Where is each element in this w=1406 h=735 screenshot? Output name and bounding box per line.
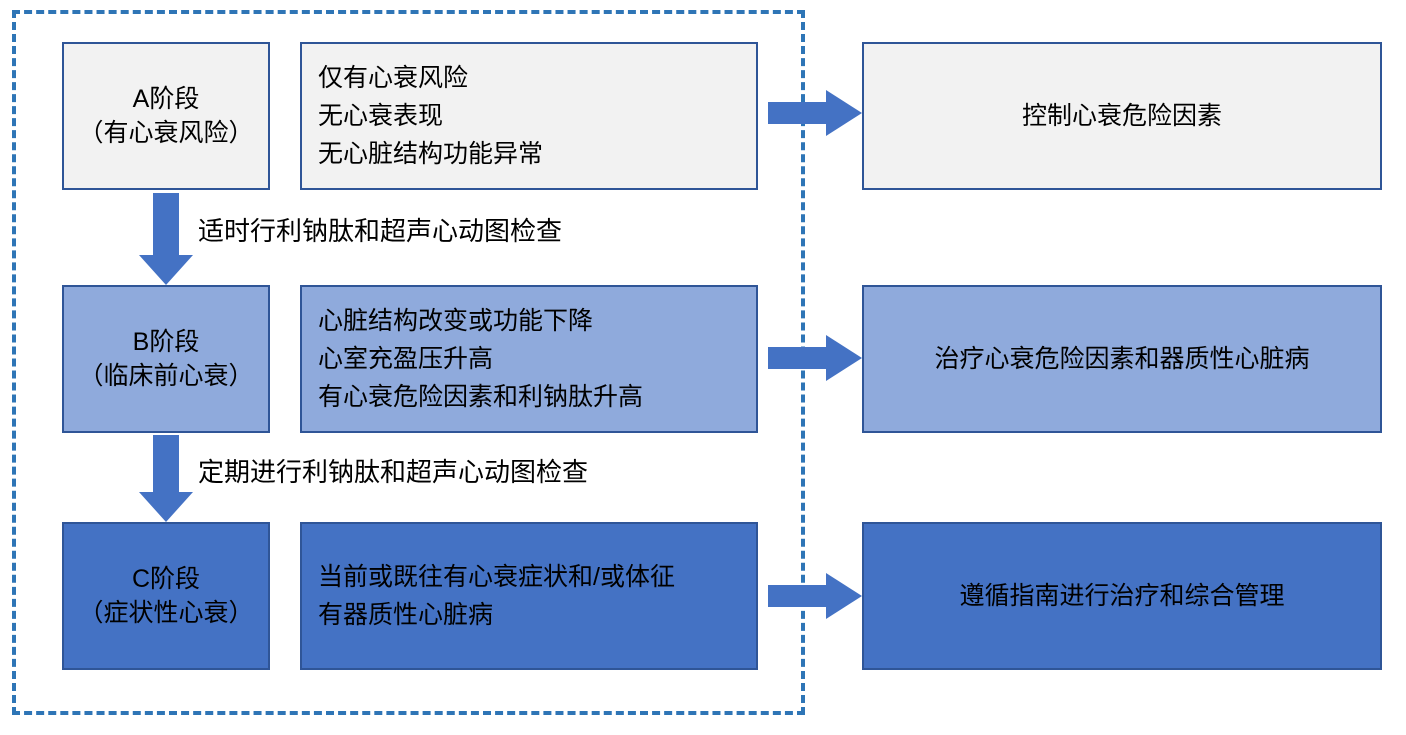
arrow-head xyxy=(139,255,193,285)
stage-c-description-box: 当前或既往有心衰症状和/或体征 有器质性心脏病 xyxy=(300,522,758,670)
stage-a-subtitle: （有心衰风险） xyxy=(78,119,254,147)
stage-b-action-label: 治疗心衰危险因素和器质性心脏病 xyxy=(934,345,1310,373)
transition-a-to-b-label: 适时行利钠肽和超声心动图检查 xyxy=(198,216,563,246)
stage-b-subtitle: （临床前心衰） xyxy=(78,362,254,390)
stage-a-desc-line: 无心衰表现 xyxy=(318,102,444,130)
stage-c-action-label: 遵循指南进行治疗和综合管理 xyxy=(959,582,1285,610)
down-arrow-icon xyxy=(139,193,193,285)
stage-a-action-label: 控制心衰危险因素 xyxy=(1021,102,1222,130)
stage-b-desc-line: 有心衰危险因素和利钠肽升高 xyxy=(318,383,644,411)
stage-c-action-box: 遵循指南进行治疗和综合管理 xyxy=(862,522,1382,670)
stage-c-box: C阶段 （症状性心衰） xyxy=(62,522,270,670)
stage-b-action-box: 治疗心衰危险因素和器质性心脏病 xyxy=(862,285,1382,433)
right-arrow-icon xyxy=(768,573,862,619)
stage-a-box: A阶段 （有心衰风险） xyxy=(62,42,270,190)
arrow-head xyxy=(826,573,862,619)
arrow-shaft xyxy=(768,585,826,607)
arrow-shaft xyxy=(768,347,826,369)
arrow-shaft xyxy=(153,193,179,255)
stage-c-desc-line: 当前或既往有心衰症状和/或体征 xyxy=(318,563,675,591)
arrow-shaft xyxy=(768,102,826,124)
stage-a-action-box: 控制心衰危险因素 xyxy=(862,42,1382,190)
stage-a-desc-line: 无心脏结构功能异常 xyxy=(318,140,544,168)
stage-b-desc-line: 心室充盈压升高 xyxy=(318,345,494,373)
stage-c-subtitle: （症状性心衰） xyxy=(78,599,254,627)
down-arrow-icon xyxy=(139,435,193,522)
arrow-head xyxy=(826,335,862,381)
right-arrow-icon xyxy=(768,335,862,381)
stage-a-description-box: 仅有心衰风险 无心衰表现 无心脏结构功能异常 xyxy=(300,42,758,190)
arrow-shaft xyxy=(153,435,179,492)
right-arrow-icon xyxy=(768,90,862,136)
stage-b-title: B阶段 xyxy=(132,328,200,356)
stage-b-description-box: 心脏结构改变或功能下降 心室充盈压升高 有心衰危险因素和利钠肽升高 xyxy=(300,285,758,433)
stage-c-desc-line: 有器质性心脏病 xyxy=(318,601,494,629)
stage-b-box: B阶段 （临床前心衰） xyxy=(62,285,270,433)
stage-a-desc-line: 仅有心衰风险 xyxy=(318,64,469,92)
arrow-head xyxy=(139,492,193,522)
arrow-head xyxy=(826,90,862,136)
stage-b-desc-line: 心脏结构改变或功能下降 xyxy=(318,307,594,335)
stage-a-title: A阶段 xyxy=(132,85,200,113)
transition-b-to-c-label: 定期进行利钠肽和超声心动图检查 xyxy=(198,457,589,487)
stage-c-title: C阶段 xyxy=(131,565,201,593)
